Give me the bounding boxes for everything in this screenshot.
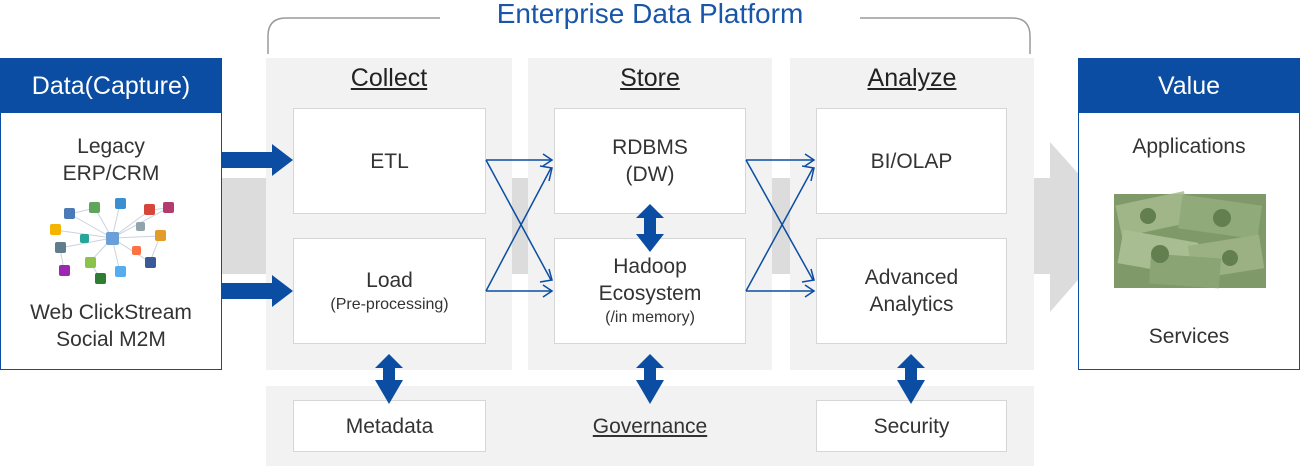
- value-applications: Applications: [1132, 135, 1246, 158]
- metadata-label: Metadata: [345, 414, 434, 438]
- collect-header: Collect: [350, 64, 428, 92]
- load-sublabel: (Pre-processing): [330, 295, 449, 313]
- capture-legacy: Legacy: [77, 135, 145, 158]
- hadoop-sublabel: (/in memory): [605, 309, 695, 326]
- capture-erp-crm: ERP/CRM: [62, 162, 160, 185]
- governance-box: Governance: [554, 400, 746, 452]
- hadoop-box: Hadoop Ecosystem (/in memory): [554, 238, 746, 344]
- cross-arrows-collect-store: [485, 153, 554, 298]
- capture-box: Data(Capture) Legacy ERP/CRM Web ClickSt…: [0, 58, 222, 370]
- security-box: Security: [816, 400, 1007, 452]
- rdbms-sublabel: (DW): [625, 163, 675, 186]
- collect-metadata-double-arrow: [375, 354, 403, 404]
- capture-to-etl-arrow: [222, 144, 293, 176]
- advanced-analytics-box: Advanced Analytics: [816, 238, 1007, 344]
- load-label: Load: [366, 268, 413, 292]
- value-services: Services: [1148, 325, 1230, 348]
- rdbms-hadoop-double-arrow: [636, 204, 664, 252]
- bi-olap-label: BI/OLAP: [870, 149, 953, 173]
- capture-social-m2m: Social M2M: [56, 328, 166, 351]
- etl-box: ETL: [293, 108, 486, 214]
- etl-label: ETL: [370, 149, 409, 173]
- rdbms-box: RDBMS (DW): [554, 108, 746, 214]
- capture-to-load-arrow: [222, 275, 293, 307]
- analyze-security-double-arrow: [897, 354, 925, 404]
- store-governance-double-arrow: [636, 354, 664, 404]
- rdbms-label: RDBMS: [612, 136, 688, 159]
- hadoop-label-2: Ecosystem: [598, 282, 702, 305]
- platform-title: Enterprise Data Platform: [440, 0, 860, 30]
- advanced-label: Advanced: [864, 266, 959, 289]
- bi-olap-box: BI/OLAP: [816, 108, 1007, 214]
- governance-label: Governance: [592, 414, 708, 438]
- metadata-box: Metadata: [293, 400, 486, 452]
- analytics-label: Analytics: [869, 293, 954, 316]
- hadoop-label: Hadoop: [613, 255, 687, 278]
- store-header: Store: [620, 64, 680, 92]
- analyze-header: Analyze: [867, 64, 957, 92]
- capture-header: Data(Capture): [1, 59, 221, 113]
- cross-arrows-store-analyze: [745, 153, 816, 298]
- value-header: Value: [1079, 59, 1299, 113]
- security-label: Security: [873, 414, 950, 438]
- load-box: Load (Pre-processing): [293, 238, 486, 344]
- capture-web-clickstream: Web ClickStream: [30, 301, 192, 324]
- value-arrow: [1008, 142, 1125, 312]
